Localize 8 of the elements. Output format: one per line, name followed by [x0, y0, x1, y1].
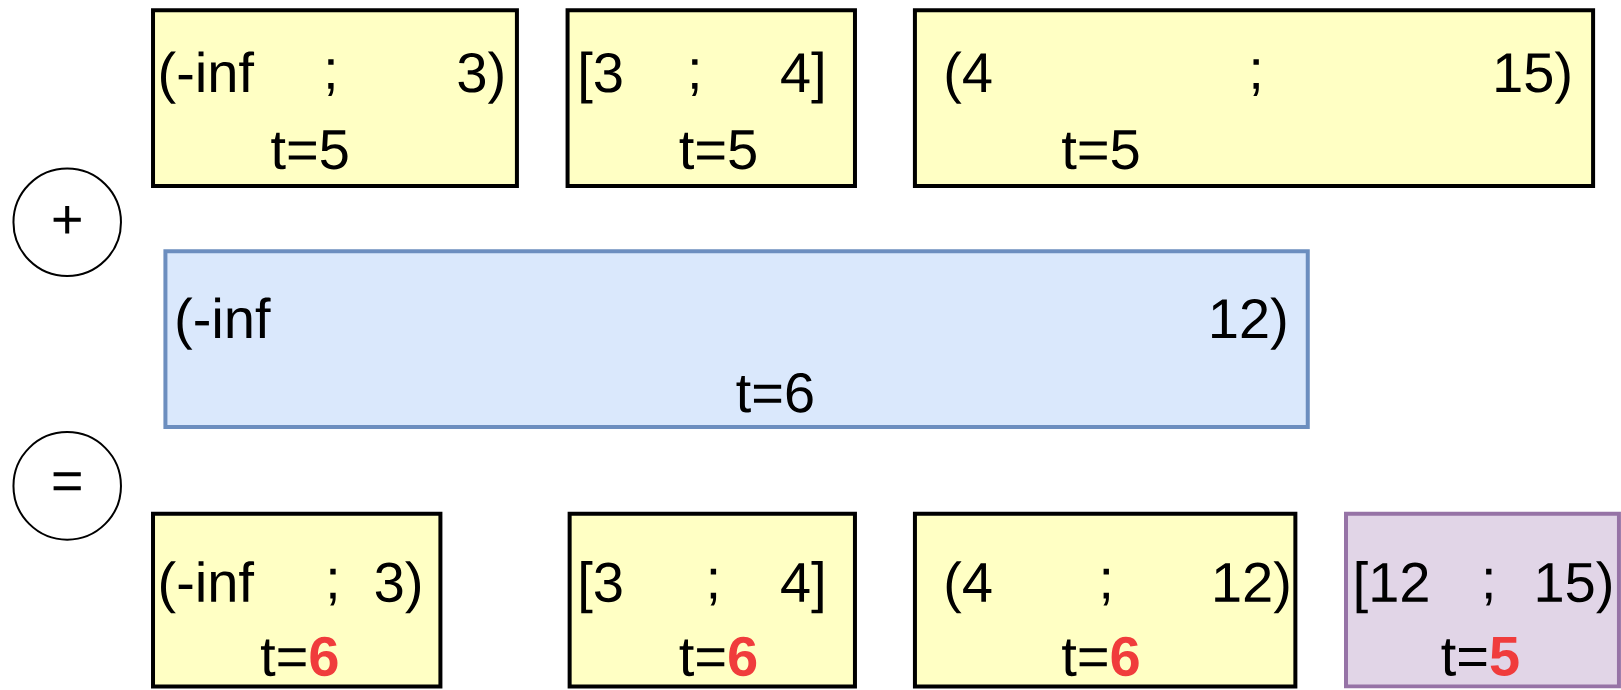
- interval-box: (-inf ; 3) t=5: [151, 8, 519, 189]
- interval-box: [3 ; 4] t=6: [567, 511, 857, 689]
- interval-box: (4 ; 12) t=6: [912, 511, 1298, 689]
- interval-box: [12 ; 15) t=5: [1344, 511, 1621, 689]
- interval-box: [3 ; 4] t=5: [565, 8, 857, 189]
- interval-box: (4 ; 15) t=5: [912, 8, 1596, 189]
- interval-box: (-inf 12) t=6: [163, 249, 1310, 429]
- interval-box: (-inf ; 3) t=6: [151, 511, 443, 689]
